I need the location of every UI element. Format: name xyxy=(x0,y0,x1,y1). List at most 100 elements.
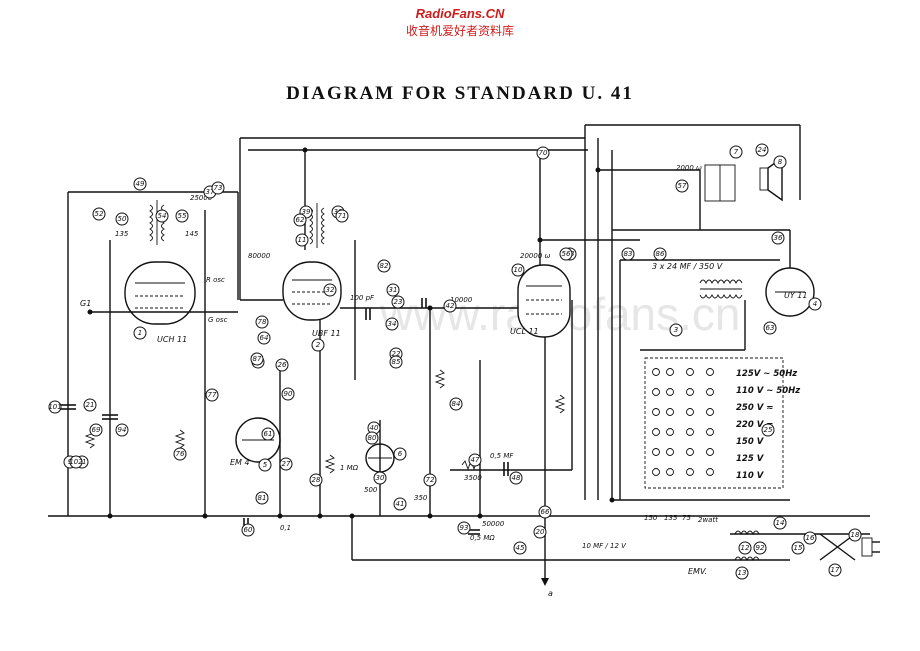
output-transformer xyxy=(704,156,783,202)
part-number: 45 xyxy=(516,544,525,552)
part-number: 21 xyxy=(86,401,95,409)
label-150: 150 xyxy=(644,514,658,522)
label-05mr: 0,5 MΩ xyxy=(470,534,495,542)
tube-label-ubf11: UBF 11 xyxy=(312,329,341,338)
part-number: 101 xyxy=(48,403,61,411)
label-2watt: 2watt xyxy=(698,516,718,524)
vt-1: 125V ~ 50Hz xyxy=(736,369,797,379)
part-number: 25 xyxy=(764,426,773,434)
part-number: 81 xyxy=(258,494,267,502)
tube-uy11-rect: UY 11 xyxy=(765,267,815,317)
part-number: 3 xyxy=(674,326,678,334)
part-number: 72 xyxy=(426,476,435,484)
part-number: 87 xyxy=(253,355,262,363)
label-3500: 3500 xyxy=(464,474,482,482)
label-2000: 2000 ω xyxy=(676,164,702,172)
part-number: 22 xyxy=(392,350,401,358)
part-number: 82 xyxy=(380,262,389,270)
part-number: 4 xyxy=(813,300,817,308)
part-number: 60 xyxy=(244,526,253,534)
part-number: 14 xyxy=(776,519,785,527)
vt-5: 150 V xyxy=(736,437,765,447)
part-number: 64 xyxy=(260,334,269,342)
label-emv: EMV. xyxy=(688,567,707,576)
part-number: 49 xyxy=(136,180,145,188)
tube-label-uy11: UY 11 xyxy=(784,291,807,300)
part-number: 5 xyxy=(263,461,268,469)
tube-ubf11: UBF 11 xyxy=(282,261,342,338)
part-number: 20 xyxy=(536,528,545,536)
part-number: 26 xyxy=(278,361,287,369)
watermark-subtitle: 收音机爱好者资料库 xyxy=(405,24,514,38)
junctions xyxy=(87,147,615,519)
part-number: 86 xyxy=(656,250,665,258)
tube-label-ucl11: UCL 11 xyxy=(510,327,539,336)
voltage-selector: 125V ~ 50Hz 110 V ~ 50Hz 250 V ≂ 220 V ≂… xyxy=(644,357,800,489)
part-number: 83 xyxy=(624,250,633,258)
part-number: 80 xyxy=(368,434,377,442)
part-number: 11 xyxy=(298,236,307,244)
part-number: 78 xyxy=(258,318,267,326)
vt-7: 110 V xyxy=(736,471,765,481)
part-number: 7 xyxy=(734,148,739,156)
if-transformer-2 xyxy=(309,203,325,248)
part-number: 90 xyxy=(284,390,293,398)
part-number: 24 xyxy=(758,146,767,154)
part-number: 40 xyxy=(370,424,379,432)
tube-label-uch11: UCH 11 xyxy=(157,335,187,344)
part-number: 10 xyxy=(514,266,523,274)
vt-2: 110 V ~ 50Hz xyxy=(736,386,800,396)
label-3x24: 3 x 24 MF / 350 V xyxy=(652,262,723,271)
label-75: 75 xyxy=(682,514,691,522)
part-number: 62 xyxy=(296,216,305,224)
part-number: 84 xyxy=(452,400,461,408)
label-500: 500 xyxy=(364,486,378,494)
part-number: 37 xyxy=(206,188,215,196)
vt-6: 125 V xyxy=(736,454,765,464)
vt-3: 250 V ≂ xyxy=(736,403,773,413)
part-number: 71 xyxy=(338,212,347,220)
label-10mf: 10 MF / 12 V xyxy=(582,542,627,550)
part-number: 102 xyxy=(69,458,83,466)
label-80000: 80000 xyxy=(248,252,271,260)
part-number: 6 xyxy=(398,450,403,458)
mains-plug xyxy=(819,533,880,561)
part-number: 17 xyxy=(831,566,840,574)
part-number: 54 xyxy=(158,212,167,220)
label-1mr: 1 MΩ xyxy=(340,464,359,472)
part-number: 36 xyxy=(774,234,783,242)
label-a: a xyxy=(548,589,553,598)
part-number: 61 xyxy=(264,430,273,438)
part-number: 18 xyxy=(851,531,860,539)
tube-ucl11: UCL 11 xyxy=(510,264,571,338)
label-135: 135 xyxy=(115,230,129,238)
part-number: 93 xyxy=(460,524,469,532)
part-number: 48 xyxy=(512,474,521,482)
part-number: 32 xyxy=(326,286,335,294)
part-number: 31 xyxy=(389,286,398,294)
part-number: 92 xyxy=(756,544,765,552)
label-20000: 20000 ω xyxy=(520,252,550,260)
part-number: 66 xyxy=(541,508,550,516)
part-number: 55 xyxy=(178,212,187,220)
part-number: 85 xyxy=(392,358,401,366)
part-number: 77 xyxy=(208,391,217,399)
part-number: 34 xyxy=(388,320,397,328)
label-05mf: 0,5 MF xyxy=(490,452,514,460)
part-callouts: 1 2 3 4 5 6 7 8 9 10 11 12 13 14 15 16 1… xyxy=(48,143,862,580)
part-number: 42 xyxy=(446,302,455,310)
label-25000: 25000 xyxy=(190,194,213,202)
label-10000: 10000 xyxy=(450,296,473,304)
mains-chokes xyxy=(734,530,760,562)
part-number: 15 xyxy=(794,544,803,552)
part-number: 12 xyxy=(741,544,750,552)
watermark-site: RadioFans.CN xyxy=(415,6,505,21)
part-number: 76 xyxy=(176,450,185,458)
part-number: 23 xyxy=(394,298,403,306)
label-g-osc: G osc xyxy=(208,316,228,324)
label-145: 145 xyxy=(185,230,199,238)
part-number: 39 xyxy=(302,208,311,216)
part-number: 41 xyxy=(396,500,405,508)
